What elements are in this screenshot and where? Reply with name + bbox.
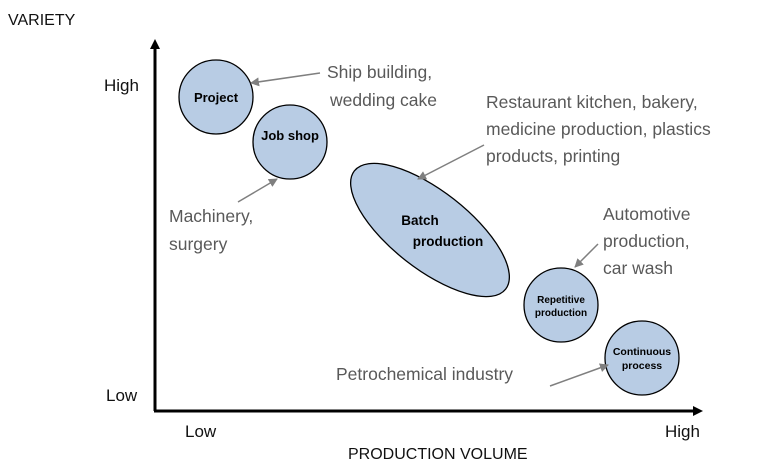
project-pointer-arrow [250,72,321,87]
continuous-label-line1: Continuous [613,346,671,358]
repetitive-example-line3: car wash [603,258,673,278]
job-shop-circle [252,104,328,180]
continuous-pointer-arrow [549,363,609,387]
x-tick-low: Low [185,422,217,441]
x-tick-high: High [665,422,700,441]
continuous-label-line2: process [622,360,662,372]
batch-example-line2: medicine production, plastics [486,119,711,139]
project-label: Project [194,90,239,105]
job-shop-pointer-arrow [237,178,278,203]
continuous-example: Petrochemical industry [336,364,513,384]
batch-ellipse [349,162,511,298]
repetitive-example-line2: production, [603,231,690,251]
x-axis-title: PRODUCTION VOLUME [348,446,528,463]
y-tick-high: High [104,76,139,95]
repetitive-label-line1: Repetitive [537,295,585,306]
batch-example-line1: Restaurant kitchen, bakery, [486,92,698,112]
project-example-line1: Ship building, [327,62,432,82]
repetitive-label-line2: production [535,308,587,319]
y-tick-low: Low [106,386,138,405]
job-shop-label: Job shop [261,128,319,143]
batch-label-line2: production [413,234,484,249]
continuous-circle [604,320,680,396]
job-shop-example-line1: Machinery, [169,206,253,226]
batch-example-line3: products, printing [486,146,620,166]
batch-pointer-arrow [417,144,485,180]
repetitive-example-line1: Automotive [603,204,691,224]
batch-label-line1: Batch [401,213,439,228]
job-shop-example-line2: surgery [169,234,228,254]
y-axis-title: VARIETY [8,12,76,29]
project-circle [178,59,254,135]
repetitive-circle [523,267,599,343]
repetitive-pointer-arrow [574,243,599,268]
project-example-line2: wedding cake [329,90,437,110]
